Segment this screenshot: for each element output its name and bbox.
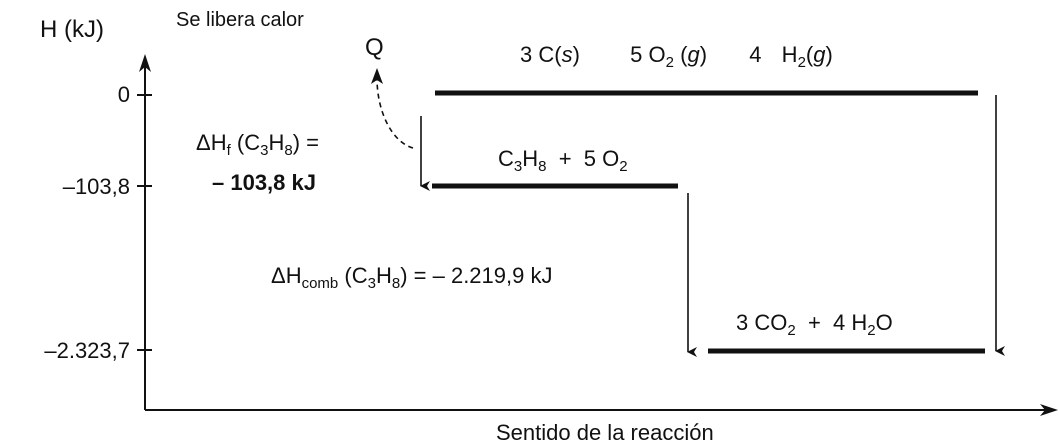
comb-sub: comb (301, 275, 339, 292)
mid-plus: + (558, 146, 572, 171)
form-sp: C (244, 130, 261, 155)
form-sp-mid: H (268, 130, 285, 155)
tick-label-0: 0 (117, 82, 130, 107)
comb-value: = – 2.219,9 kJ (413, 263, 553, 288)
form-sub: f (226, 142, 231, 159)
bot-b: 4 H (833, 310, 868, 335)
y-axis-label: H (kJ) (40, 16, 104, 43)
y-axis-arrow (139, 54, 151, 72)
formation-label: ΔHf (C3H8) = (196, 130, 319, 159)
mid-c-sub: 2 (619, 158, 628, 175)
top-state1: s (561, 42, 573, 67)
top-s1: C( (538, 42, 562, 67)
top-n3: 4 (749, 42, 762, 67)
mid-b-sub: 8 (538, 158, 547, 175)
top-n1: 3 (520, 42, 533, 67)
comb-sp-mid: H (375, 263, 392, 288)
comb-delta: ΔH (271, 263, 302, 288)
bot-c: O (875, 310, 893, 335)
heat-note: Se libera calor (176, 9, 304, 31)
tick-label-2323: –2.323,7 (44, 338, 130, 363)
form-delta: ΔH (196, 130, 227, 155)
top-s3: H (781, 42, 798, 67)
bottom-level-label: 3 CO2 + 4 H2O (736, 310, 893, 339)
bot-a: 3 CO (736, 310, 788, 335)
top-state2: g (687, 42, 700, 67)
top-e1: ) (572, 42, 580, 67)
mid-a: C (498, 146, 514, 171)
comb-sp-sub1: 3 (367, 275, 376, 292)
mid-b: H (522, 146, 539, 171)
combustion-label: ΔHcomb (C3H8) = – 2.219,9 kJ (271, 263, 553, 292)
comb-sp-sub2: 8 (391, 275, 401, 292)
form-sp-sub1: 3 (260, 142, 269, 159)
form-sp-sub2: 8 (284, 142, 293, 159)
bot-a-sub: 2 (787, 322, 796, 339)
x-axis-arrow (1040, 404, 1058, 416)
top-n2: 5 (630, 42, 643, 67)
top-level-label: 3 C(s) 5 O2 (g) 4 H2(g) (520, 42, 833, 71)
q-label: Q (365, 34, 384, 61)
x-axis-label: Sentido de la reacción (496, 420, 714, 445)
formation-value: – 103,8 kJ (212, 170, 316, 195)
middle-level-label: C3H8 + 5 O2 (498, 146, 628, 175)
comb-sp: C (351, 263, 368, 288)
top-s2: O (648, 42, 666, 67)
heat-release-arrowhead (371, 68, 383, 84)
top-state3: g (813, 42, 826, 67)
top-sub2: 2 (665, 54, 675, 71)
tick-label-103: –103,8 (62, 174, 130, 199)
top-sub3: 2 (797, 54, 806, 71)
mid-c: 5 O (583, 146, 620, 171)
heat-release-arrow (376, 77, 414, 149)
bot-plus: + (807, 310, 821, 335)
bot-b-sub: 2 (867, 322, 876, 339)
mid-a-sub: 3 (513, 158, 523, 175)
